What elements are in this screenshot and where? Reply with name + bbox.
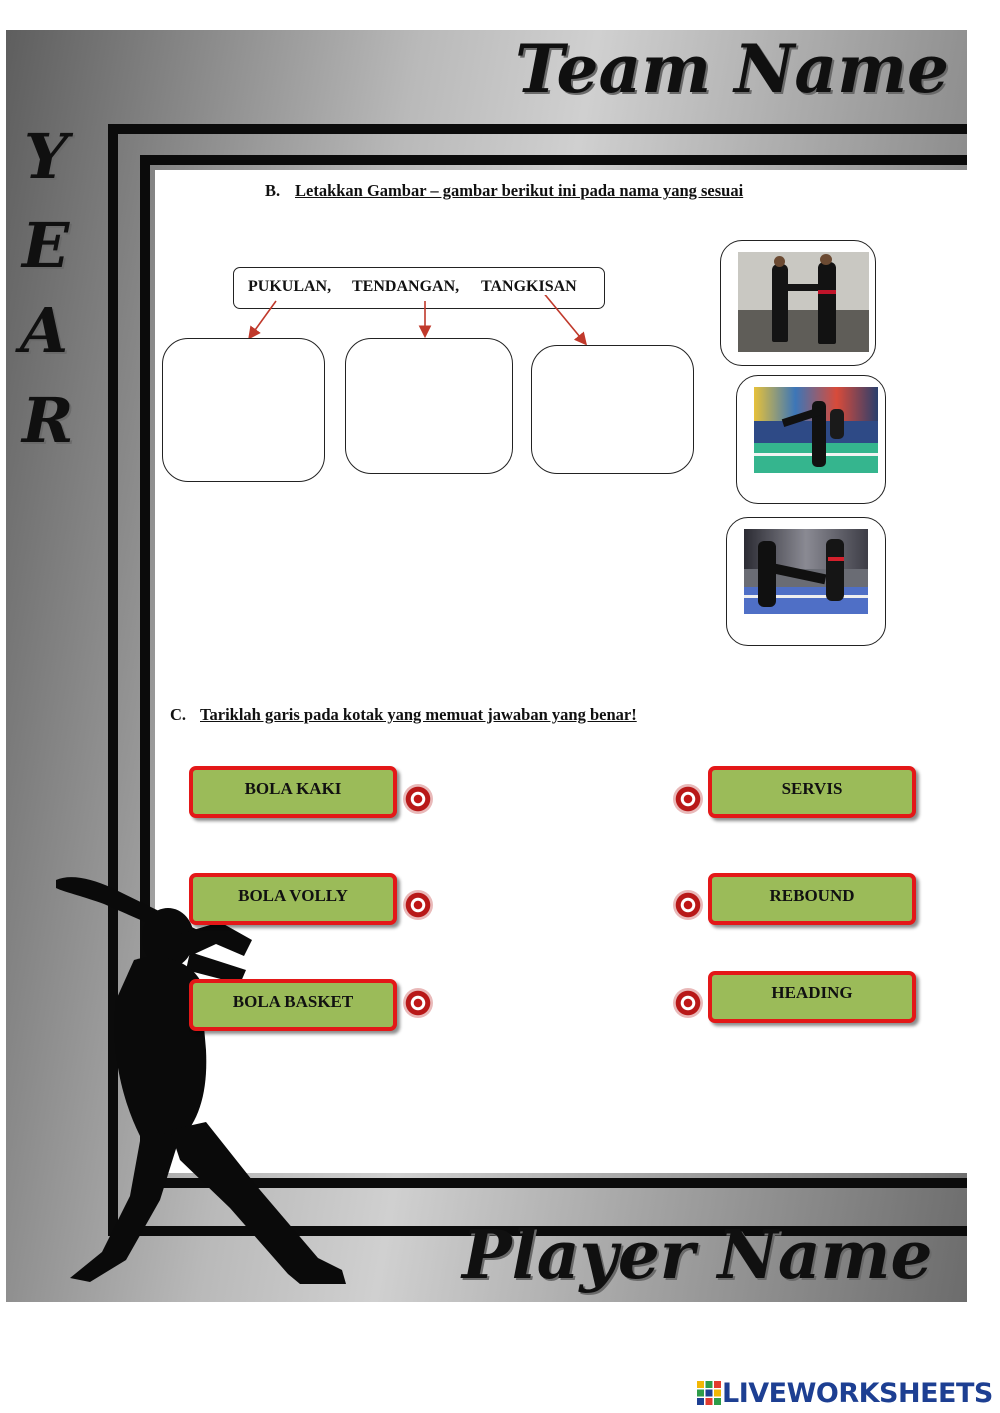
connector-dot-left-3[interactable]	[403, 988, 433, 1018]
arrow-tangkisan	[544, 295, 588, 346]
term-tendangan: TENDANGAN,	[352, 278, 460, 295]
match-right-heading: HEADING	[708, 971, 916, 1023]
connector-dot-right-1[interactable]	[673, 784, 703, 814]
punch-photo	[738, 252, 869, 352]
kick-photo	[754, 387, 878, 473]
year-letter-y: Y	[24, 120, 69, 193]
term-arrows	[248, 295, 588, 346]
term-box: PUKULAN, TENDANGAN, TANGKISAN	[233, 267, 605, 309]
liveworksheets-logo: LIVEWORKSHEETS	[696, 1376, 993, 1410]
drop-box-tendangan[interactable]	[345, 338, 513, 474]
connector-dot-right-2[interactable]	[673, 890, 703, 920]
frame-line-left-outer	[108, 124, 118, 1236]
team-name-title: Team Name	[515, 30, 950, 108]
section-b-heading: B. Letakkan Gambar – gambar berikut ini p…	[265, 181, 743, 201]
section-c-instruction: Tariklah garis pada kotak yang memuat ja…	[200, 705, 637, 724]
connector-dot-right-3[interactable]	[673, 988, 703, 1018]
match-left-bola-kaki: BOLA KAKI	[189, 766, 397, 818]
year-letter-r: R	[22, 384, 74, 457]
drop-box-pukulan[interactable]	[162, 338, 325, 482]
match-left-bola-basket: BOLA BASKET	[189, 979, 397, 1031]
year-letter-a: A	[20, 294, 69, 367]
section-c-heading: C. Tariklah garis pada kotak yang memuat …	[170, 705, 637, 725]
arrow-pukulan	[248, 300, 277, 340]
player-name-title: Player Name	[462, 1216, 933, 1294]
liveworksheets-brand-text: LIVEWORKSHEETS	[722, 1377, 993, 1409]
section-b-instruction: Letakkan Gambar – gambar berikut ini pad…	[295, 181, 744, 200]
frame-line-left-inner	[140, 155, 150, 1195]
frame-line-top-inner	[140, 155, 967, 165]
year-letter-e: E	[22, 209, 70, 282]
frame-line-bottom-inner	[140, 1178, 967, 1188]
liveworksheets-logo-icon	[697, 1381, 721, 1405]
batter-silhouette	[56, 877, 346, 1284]
frame-line-top-outer	[108, 124, 967, 134]
section-b-number: B.	[265, 181, 281, 200]
match-left-bola-volly: BOLA VOLLY	[189, 873, 397, 925]
match-right-rebound: REBOUND	[708, 873, 916, 925]
term-tangkisan: TANGKISAN	[481, 278, 577, 295]
photo-card-block[interactable]	[726, 517, 886, 646]
frame-line-bottom-outer	[108, 1226, 967, 1236]
section-c-number: C.	[170, 705, 187, 724]
drop-box-tangkisan[interactable]	[531, 345, 694, 474]
block-photo	[744, 529, 868, 614]
photo-card-kick[interactable]	[736, 375, 886, 504]
connector-dot-left-2[interactable]	[403, 890, 433, 920]
connector-dot-left-1[interactable]	[403, 784, 433, 814]
photo-card-punch[interactable]	[720, 240, 876, 366]
match-right-servis: SERVIS	[708, 766, 916, 818]
term-pukulan: PUKULAN,	[248, 278, 332, 295]
